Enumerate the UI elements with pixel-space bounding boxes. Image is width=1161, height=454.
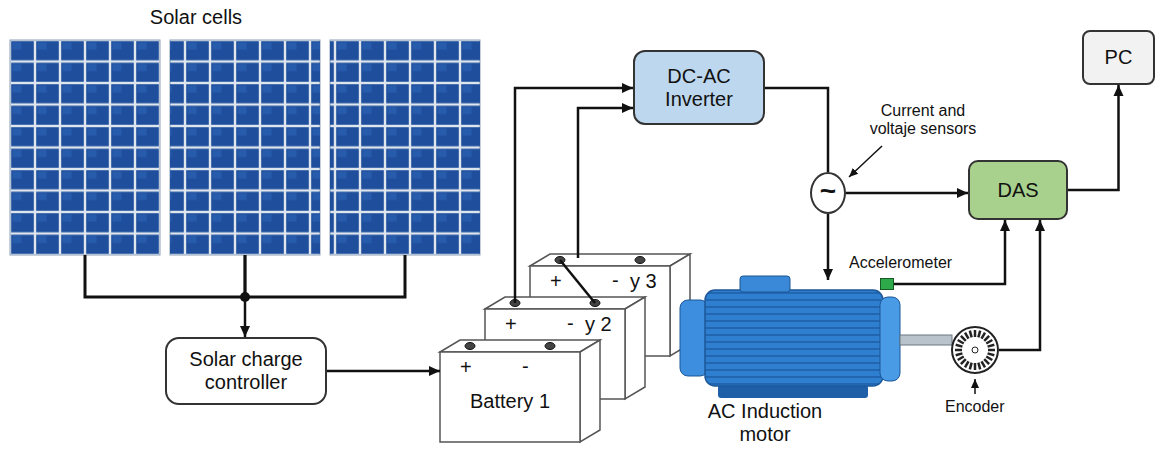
node-text: +: [460, 356, 472, 379]
node-text: Accelerometer: [849, 254, 952, 272]
node-text: DC-AC Inverter: [641, 65, 757, 111]
node-text: -: [612, 269, 619, 292]
connector: [894, 220, 1005, 284]
battery: + - Battery 1: [440, 340, 600, 442]
node-text: -: [522, 355, 529, 378]
connector: [999, 220, 1040, 350]
node-text: +: [505, 313, 517, 336]
annotation-label: Current and voltaje sensors: [858, 102, 988, 139]
node-text: y 3: [630, 270, 657, 293]
process-box: Solar charge controller: [165, 337, 327, 405]
connector: [1068, 85, 1119, 190]
connector: [827, 214, 830, 280]
battery: +-y 3: [530, 254, 690, 356]
node-text: Solar cells: [106, 6, 286, 29]
node-text: AC Induction motor: [690, 400, 840, 446]
induction-motor: [680, 276, 952, 398]
battery-jumper: [560, 260, 595, 303]
node-text: PC: [1105, 46, 1133, 69]
process-box: DC-AC Inverter: [633, 50, 765, 125]
process-box: DAS: [968, 160, 1068, 220]
node-text: -: [567, 312, 574, 335]
encoder-disc: Encoder: [951, 326, 999, 374]
node-text: Battery 1: [440, 390, 580, 413]
connector: [846, 192, 968, 195]
leader-line: [849, 146, 882, 177]
motor: AC Induction motor: [690, 280, 910, 450]
sensor-symbol: ~: [810, 172, 846, 214]
battery-terminals: [465, 257, 645, 350]
encoder-ticks: [953, 328, 997, 372]
connector: [765, 88, 828, 172]
solar-array: Solar cells: [10, 4, 480, 255]
node-text: y 2: [585, 313, 612, 336]
battery: +-y 2: [485, 297, 645, 399]
solar-panels: [10, 40, 480, 255]
accelerometer-sensor: Accelerometer: [880, 278, 894, 290]
connector: [578, 108, 633, 258]
node-text: +: [550, 270, 562, 293]
process-box: PC: [1082, 30, 1155, 85]
connector: [327, 370, 440, 373]
node-text: Solar charge controller: [173, 348, 319, 394]
connector: [244, 255, 247, 337]
battery-bank: [440, 254, 690, 442]
node-text: ~: [820, 177, 836, 205]
leader-line: [974, 379, 976, 394]
connector: [515, 88, 633, 303]
node-text: DAS: [997, 179, 1038, 202]
node-text: Encoder: [945, 398, 1005, 416]
